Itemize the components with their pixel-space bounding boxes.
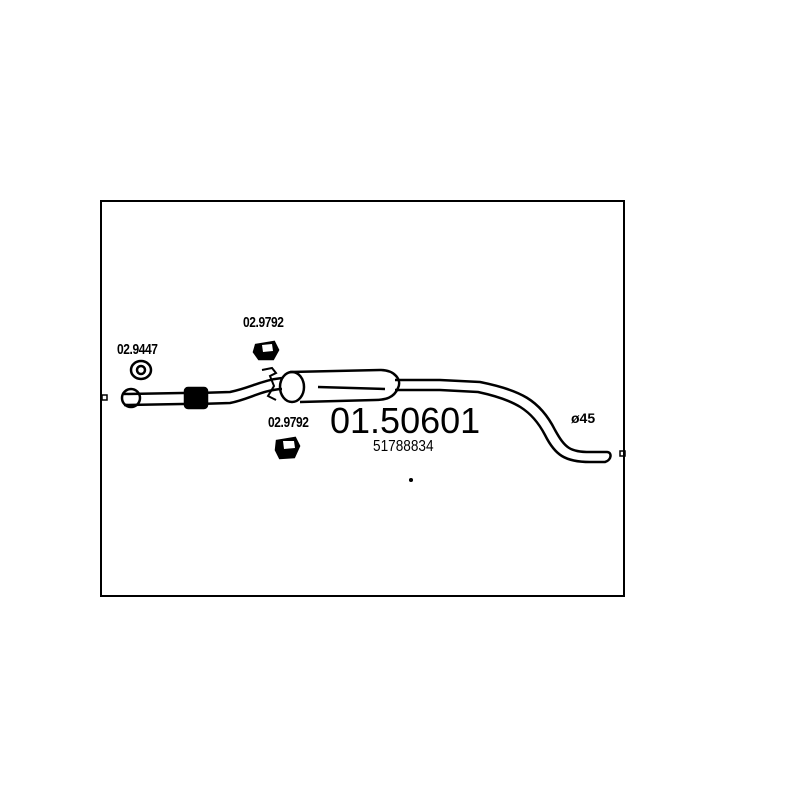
inlet-connector <box>101 394 108 401</box>
flex-joint <box>183 386 209 410</box>
oem-number: 51788834 <box>373 438 434 455</box>
outlet-connector <box>619 450 626 457</box>
flange-gasket <box>120 387 142 409</box>
clamp-02-9792-bottom-icon <box>274 436 301 460</box>
diameter-label: ø45 <box>571 410 596 426</box>
gasket-02-9447-icon <box>129 359 153 381</box>
clamp-02-9792-top-icon <box>252 340 280 361</box>
accessory-ref-02-9792-bottom: 02.9792 <box>268 414 309 431</box>
center-dot <box>408 477 414 483</box>
accessory-ref-02-9792-top: 02.9792 <box>243 314 284 331</box>
accessory-ref-02-9447: 02.9447 <box>117 341 158 358</box>
part-number: 01.50601 <box>330 400 481 441</box>
diagram-frame <box>100 200 625 597</box>
muffler <box>278 368 401 404</box>
hanger-bracket <box>261 366 278 401</box>
